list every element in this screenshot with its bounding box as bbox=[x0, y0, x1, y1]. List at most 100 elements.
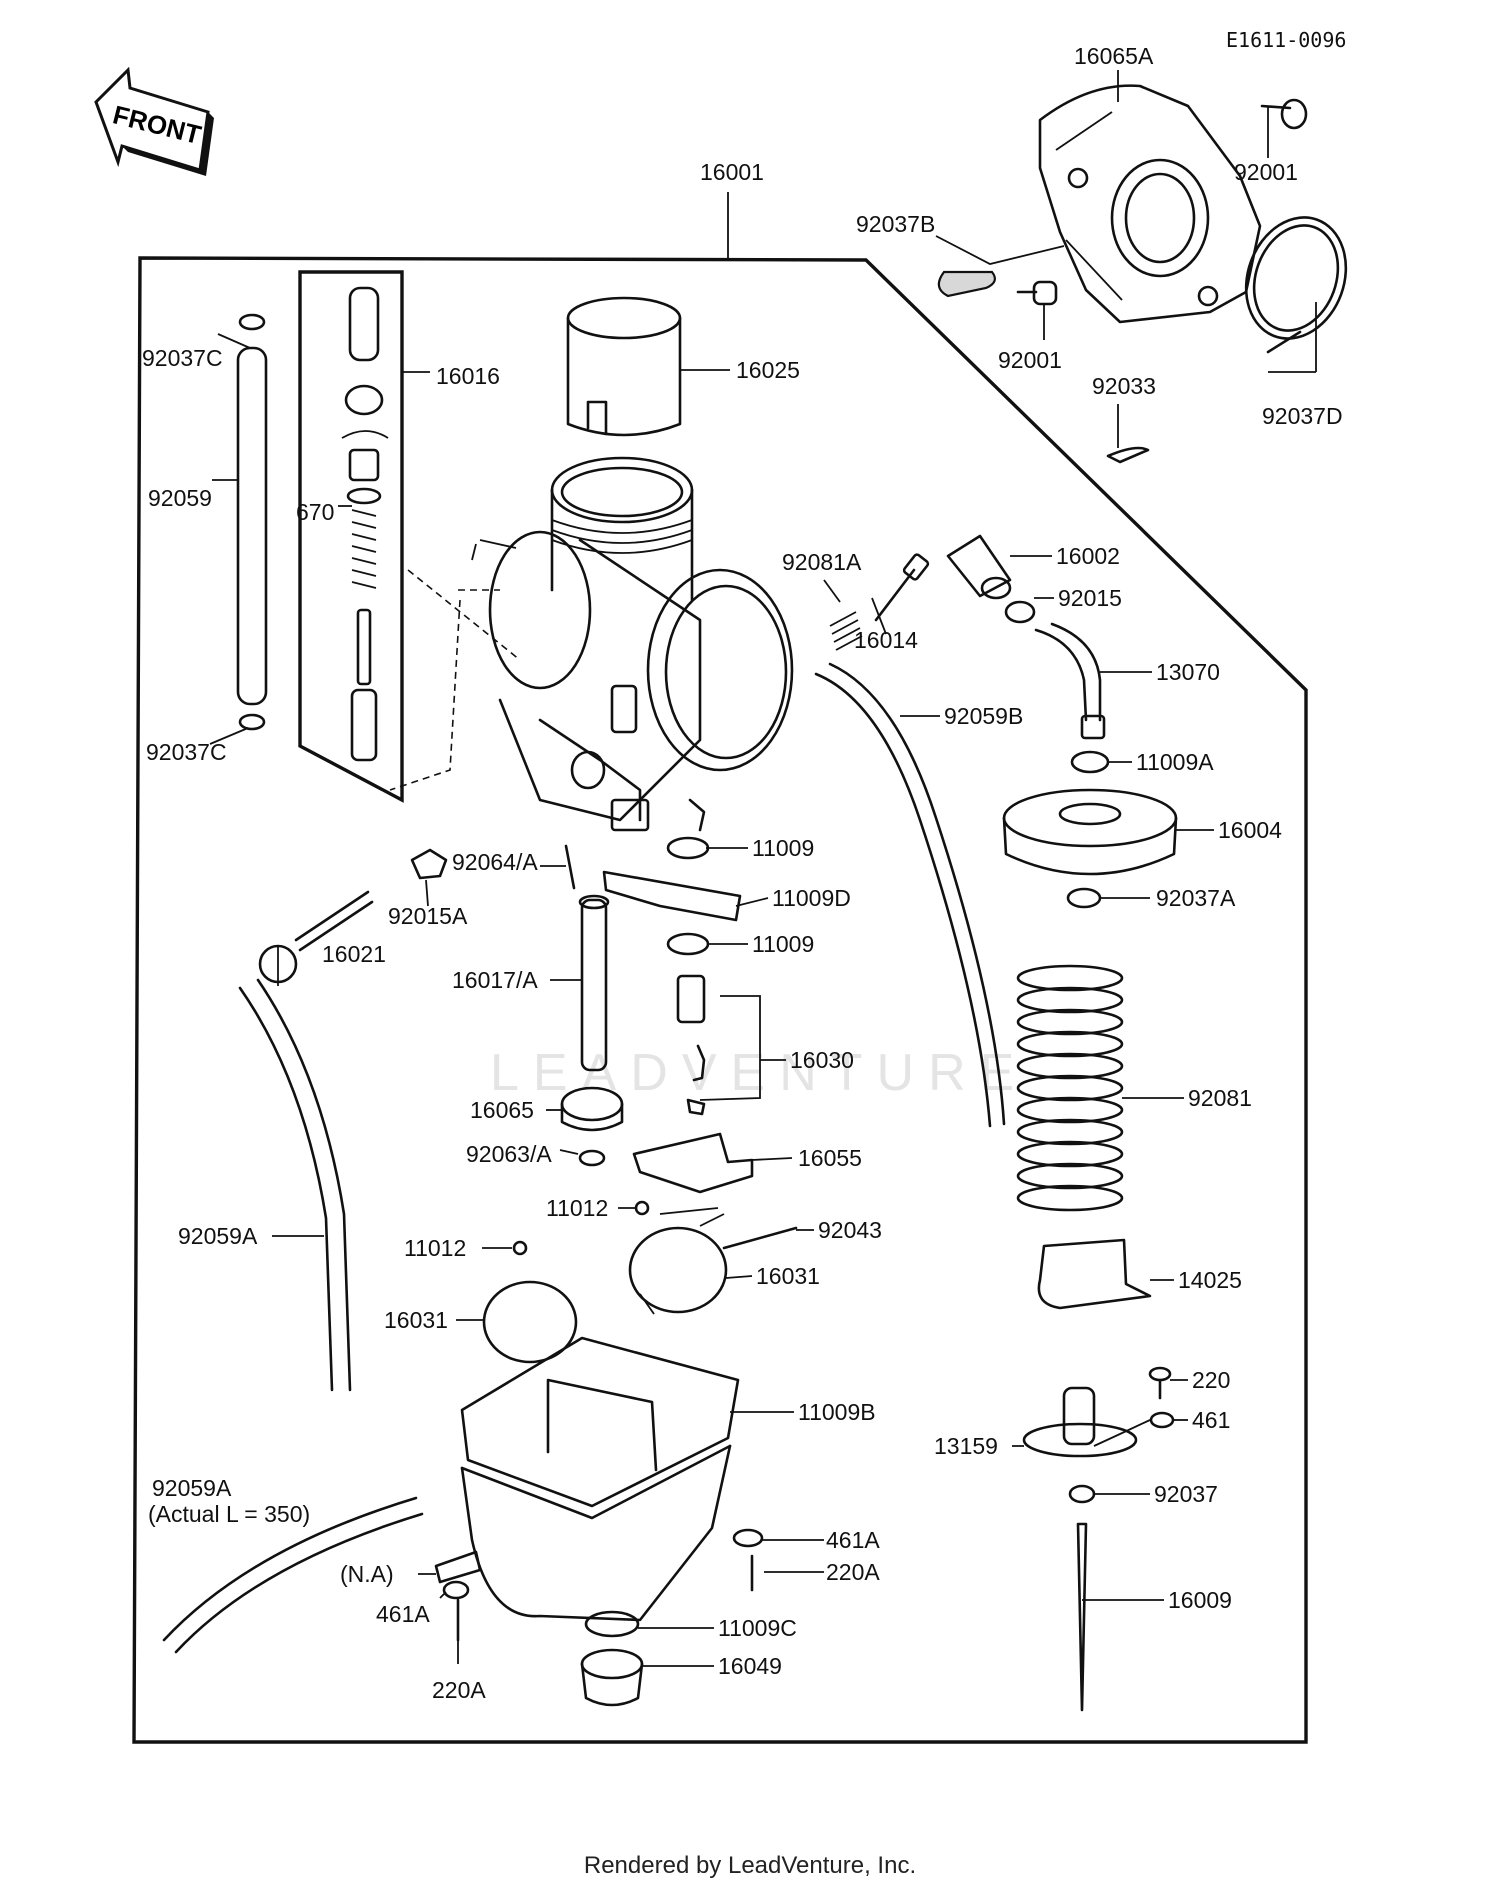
label-16065: 16065 bbox=[470, 1097, 534, 1123]
label-16009: 16009 bbox=[1168, 1587, 1232, 1613]
label-92037C-top: 92037C bbox=[142, 345, 223, 371]
label-92081: 92081 bbox=[1188, 1085, 1252, 1111]
label-461A-right: 461A bbox=[826, 1527, 880, 1553]
nut-92015A bbox=[410, 848, 448, 880]
label-NA: (N.A) bbox=[340, 1561, 394, 1587]
ring-11009C bbox=[584, 1610, 640, 1638]
label-11009B: 11009B bbox=[798, 1399, 876, 1425]
vent-tube-92059 bbox=[236, 313, 268, 731]
needle-holder-13159 bbox=[1022, 1386, 1138, 1458]
washer-461A-left bbox=[442, 1580, 470, 1600]
hose-92059B bbox=[814, 672, 992, 1128]
front-arrow-icon: FRONT bbox=[94, 66, 214, 176]
label-92063A: 92063/A bbox=[466, 1141, 552, 1167]
label-92037C-bottom: 92037C bbox=[146, 739, 227, 765]
label-220: 220 bbox=[1192, 1367, 1230, 1393]
plunger-set-16016 bbox=[341, 286, 389, 762]
needle-jet-16017A bbox=[578, 894, 610, 1072]
jet-holder-16065-side bbox=[560, 1102, 624, 1132]
label-92037A: 92037A bbox=[1156, 885, 1236, 911]
label-92037B: 92037B bbox=[856, 211, 935, 237]
label-92059A-note: (Actual L = 350) bbox=[148, 1501, 310, 1527]
label-16055: 16055 bbox=[798, 1145, 862, 1171]
label-92043: 92043 bbox=[818, 1217, 882, 1243]
screw-16014 bbox=[874, 553, 930, 622]
label-92037D: 92037D bbox=[1262, 403, 1343, 429]
label-11012-a: 11012 bbox=[546, 1195, 608, 1221]
hose-92059A-long-outline bbox=[174, 1512, 424, 1654]
float-16031-left bbox=[482, 1280, 578, 1364]
label-13159: 13159 bbox=[934, 1433, 998, 1459]
spring-92081 bbox=[1016, 964, 1124, 1212]
ring-92037A bbox=[1066, 887, 1102, 909]
plunger-box-16016 bbox=[298, 270, 404, 803]
label-461: 461 bbox=[1192, 1407, 1230, 1433]
label-11012-b: 11012 bbox=[404, 1235, 466, 1261]
label-92033: 92033 bbox=[1092, 373, 1156, 399]
label-92015: 92015 bbox=[1058, 585, 1122, 611]
label-461A-left: 461A bbox=[376, 1601, 430, 1627]
hose-92059A-vertical-outline bbox=[256, 978, 352, 1392]
label-16021: 16021 bbox=[322, 941, 386, 967]
label-16014: 16014 bbox=[854, 627, 918, 653]
pin-92043 bbox=[722, 1226, 798, 1250]
label-16049: 16049 bbox=[718, 1653, 782, 1679]
label-92059B: 92059B bbox=[944, 703, 1023, 729]
bracket-92037B bbox=[937, 270, 1058, 306]
screw-92037D bbox=[1266, 330, 1302, 354]
tab-NA bbox=[434, 1550, 482, 1584]
label-16004: 16004 bbox=[1218, 817, 1282, 843]
label-11009-top: 11009 bbox=[752, 835, 814, 861]
label-16065A: 16065A bbox=[1074, 43, 1154, 69]
washer-461A-right bbox=[732, 1528, 764, 1548]
label-220A-right: 220A bbox=[826, 1559, 880, 1585]
ring-11012-a bbox=[634, 1200, 650, 1216]
label-11009C: 11009C bbox=[718, 1615, 797, 1641]
label-16017A: 16017/A bbox=[452, 967, 538, 993]
float-valve-16030 bbox=[676, 974, 706, 1116]
label-11009-bottom: 11009 bbox=[752, 931, 814, 957]
gasket-11009D bbox=[602, 870, 742, 922]
washer-461 bbox=[1149, 1411, 1175, 1429]
hose-92059A-vertical bbox=[238, 986, 334, 1392]
clip-92037 bbox=[1068, 1484, 1096, 1504]
throttle-slide-16025 bbox=[566, 296, 682, 437]
ring-11009-top bbox=[666, 836, 710, 860]
watermark-text: LEADVENTURE bbox=[490, 1044, 1028, 1102]
carburetor-body bbox=[389, 456, 794, 832]
label-92059A-mid: 92059A bbox=[178, 1223, 258, 1249]
jet-92064A bbox=[564, 844, 576, 890]
label-13070: 13070 bbox=[1156, 659, 1220, 685]
bolt-92001-top bbox=[1260, 98, 1308, 130]
label-14025: 14025 bbox=[1178, 1267, 1242, 1293]
plug-16049 bbox=[580, 1648, 644, 1707]
label-11009A: 11009A bbox=[1136, 749, 1214, 775]
label-16001: 16001 bbox=[700, 159, 764, 185]
label-92059A-bottom: 92059A bbox=[152, 1475, 232, 1501]
ring-11009-bottom bbox=[666, 932, 710, 956]
label-16031-right: 16031 bbox=[756, 1263, 820, 1289]
ring-11012-b bbox=[512, 1240, 528, 1256]
label-11009D: 11009D bbox=[772, 885, 851, 911]
screw-220 bbox=[1148, 1366, 1172, 1400]
label-92059: 92059 bbox=[148, 485, 212, 511]
label-670: 670 bbox=[296, 499, 334, 525]
main-jet-92063A bbox=[578, 1149, 606, 1167]
gasket-11009B bbox=[460, 1336, 740, 1508]
nut-92015 bbox=[1004, 600, 1036, 624]
leader-lines bbox=[209, 70, 1317, 1667]
spring-92081A bbox=[829, 611, 863, 651]
screw-16021 bbox=[258, 890, 374, 984]
label-16002: 16002 bbox=[1056, 543, 1120, 569]
needle-16009 bbox=[1076, 1522, 1088, 1712]
air-boot-16065A bbox=[1038, 84, 1262, 324]
label-92081A: 92081A bbox=[782, 549, 862, 575]
label-92001-mid: 92001 bbox=[998, 347, 1062, 373]
washer-11009A bbox=[1070, 750, 1110, 774]
elbow-13070-end bbox=[1080, 714, 1106, 740]
label-16030: 16030 bbox=[790, 1047, 854, 1073]
label-92015A: 92015A bbox=[388, 903, 468, 929]
elbow-13070 bbox=[1034, 622, 1102, 722]
